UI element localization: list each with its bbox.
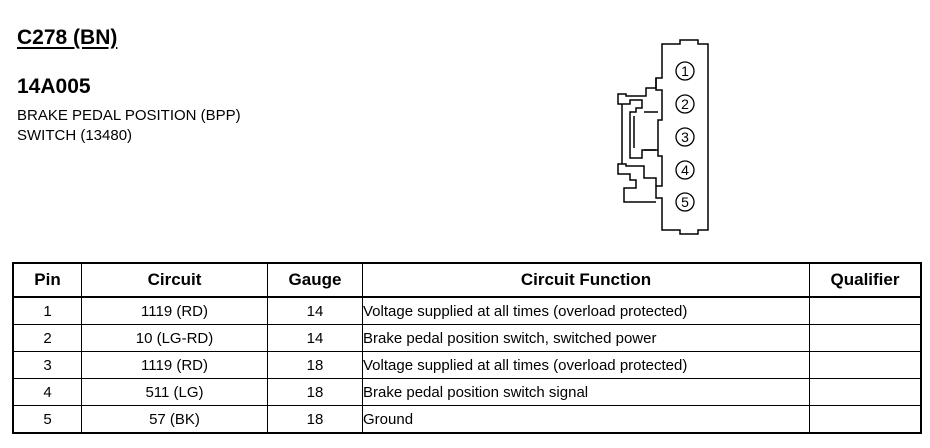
header-circuit-function: Circuit Function: [362, 262, 810, 298]
connector-face-diagram: 1 2 3 4 5: [617, 39, 709, 235]
pin-label-1: 1: [681, 63, 689, 79]
connector-id: C278 (BN): [17, 26, 118, 49]
cell-pin: 2: [12, 324, 82, 352]
cell-pin: 5: [12, 405, 82, 434]
cell-qualifier: [809, 324, 922, 352]
cell-qualifier: [809, 405, 922, 434]
connector-description: BRAKE PEDAL POSITION (BPP) SWITCH (13480…: [17, 106, 347, 146]
table-row: 5 57 (BK) 18 Ground: [12, 405, 922, 434]
pinout-table: Pin Circuit Gauge Circuit Function Quali…: [12, 262, 922, 434]
header-pin: Pin: [12, 262, 82, 298]
cell-gauge: 14: [267, 324, 363, 352]
cell-circuit: 511 (LG): [81, 378, 268, 406]
header-qualifier: Qualifier: [809, 262, 922, 298]
cell-function: Voltage supplied at all times (overload …: [362, 351, 810, 379]
table-header-row: Pin Circuit Gauge Circuit Function Quali…: [12, 262, 922, 298]
cell-pin: 1: [12, 296, 82, 325]
cell-function: Ground: [362, 405, 810, 434]
cell-circuit: 1119 (RD): [81, 296, 268, 325]
table-row: 1 1119 (RD) 14 Voltage supplied at all t…: [12, 296, 922, 325]
cell-circuit: 57 (BK): [81, 405, 268, 434]
cell-qualifier: [809, 351, 922, 379]
cell-qualifier: [809, 296, 922, 325]
cell-function: Voltage supplied at all times (overload …: [362, 296, 810, 325]
cell-qualifier: [809, 378, 922, 406]
cell-pin: 3: [12, 351, 82, 379]
pin-label-3: 3: [681, 129, 689, 145]
cell-pin: 4: [12, 378, 82, 406]
cell-circuit: 1119 (RD): [81, 351, 268, 379]
pin-label-2: 2: [681, 96, 689, 112]
header-gauge: Gauge: [267, 262, 363, 298]
cell-function: Brake pedal position switch signal: [362, 378, 810, 406]
cell-circuit: 10 (LG-RD): [81, 324, 268, 352]
cell-gauge: 18: [267, 378, 363, 406]
cell-gauge: 18: [267, 351, 363, 379]
description-line-2: SWITCH (13480): [17, 127, 133, 144]
cell-function: Brake pedal position switch, switched po…: [362, 324, 810, 352]
pin-label-4: 4: [681, 162, 689, 178]
header-circuit: Circuit: [81, 262, 268, 298]
cell-gauge: 18: [267, 405, 363, 434]
cell-gauge: 14: [267, 296, 363, 325]
part-number: 14A005: [17, 75, 91, 98]
description-line-1: BRAKE PEDAL POSITION (BPP): [17, 107, 241, 124]
table-row: 3 1119 (RD) 18 Voltage supplied at all t…: [12, 351, 922, 379]
table-row: 2 10 (LG-RD) 14 Brake pedal position swi…: [12, 324, 922, 352]
table-row: 4 511 (LG) 18 Brake pedal position switc…: [12, 378, 922, 406]
pin-label-5: 5: [681, 194, 689, 210]
